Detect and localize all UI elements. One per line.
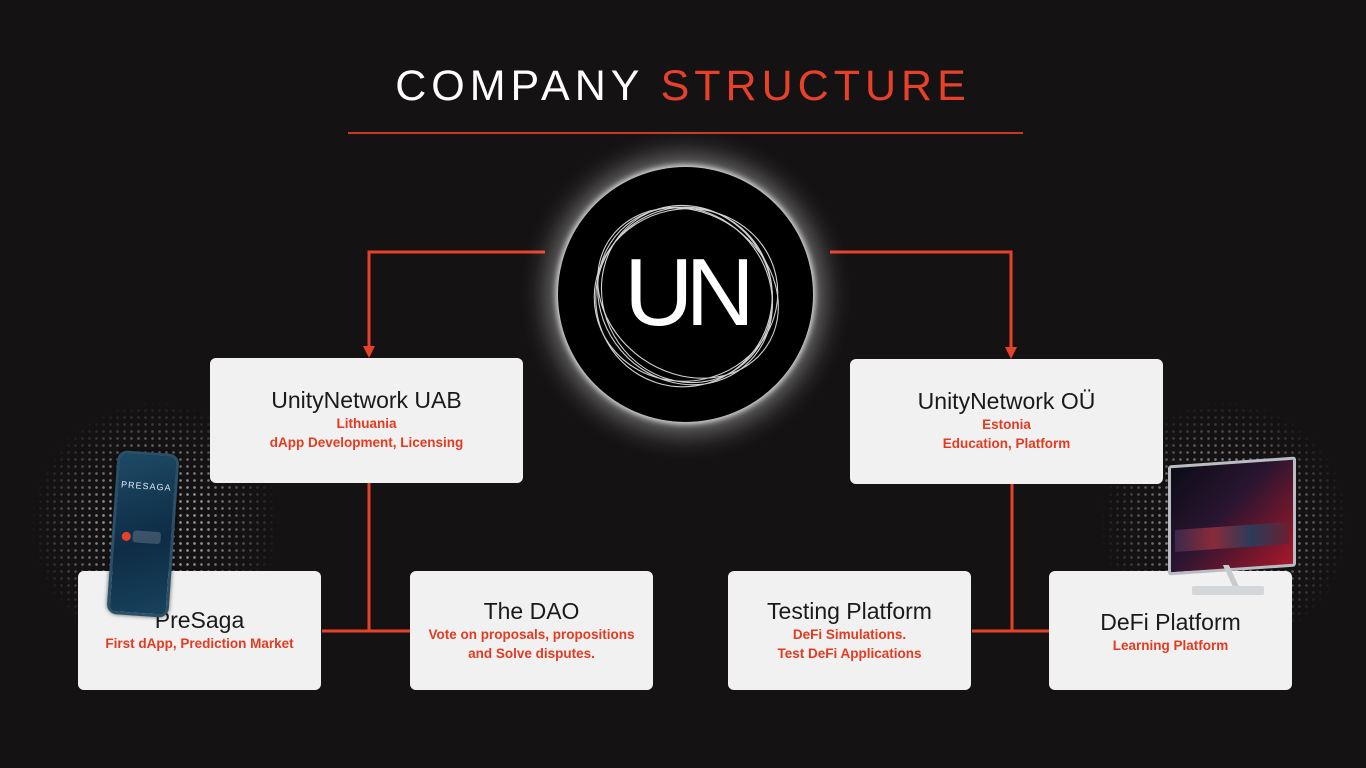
testing-platform-box: Testing Platform DeFi Simulations. Test …: [728, 571, 971, 690]
presaga-phone-image: PRESAGA: [106, 450, 180, 618]
ou-name: UnityNetwork OÜ: [917, 388, 1096, 414]
monitor-base: [1192, 586, 1264, 595]
testing-platform-line2: Test DeFi Applications: [777, 646, 922, 661]
title-word-company: COMPANY: [395, 62, 644, 110]
dao-box: The DAO Vote on proposals, propositions …: [410, 571, 653, 690]
dao-description-line1: Vote on proposals, propositions: [428, 627, 635, 642]
logo-scribble-ring: [593, 204, 779, 388]
ou-country: Estonia: [982, 417, 1031, 432]
ou-description: Education, Platform: [942, 436, 1071, 451]
phone-ui-button: [121, 531, 132, 542]
presaga-name: PreSaga: [154, 607, 245, 633]
uab-description: dApp Development, Licensing: [269, 435, 464, 450]
defi-platform-description: Learning Platform: [1112, 638, 1229, 653]
title-word-structure: STRUCTURE: [660, 62, 971, 110]
dao-name: The DAO: [483, 598, 580, 624]
uab-country: Lithuania: [336, 416, 397, 431]
phone-brand-text: PRESAGA: [120, 479, 172, 493]
ou-box: UnityNetwork OÜ Estonia Education, Platf…: [850, 359, 1163, 484]
phone-ui-bar: [132, 530, 162, 545]
title-underline: [348, 132, 1023, 134]
uab-box: UnityNetwork UAB Lithuania dApp Developm…: [210, 358, 523, 483]
logo-text: UN: [624, 239, 755, 346]
monitor-screen-content: [1175, 522, 1289, 552]
dao-description-line2: and Solve disputes.: [468, 646, 595, 661]
defi-monitor-image: [1168, 456, 1296, 597]
arrow-to-uab: [363, 250, 545, 358]
uab-name: UnityNetwork UAB: [271, 387, 462, 413]
presaga-description: First dApp, Prediction Market: [105, 636, 294, 651]
monitor-screen: [1168, 456, 1296, 576]
page-title: COMPANY STRUCTURE: [0, 62, 1366, 111]
testing-platform-line1: DeFi Simulations.: [792, 627, 907, 642]
testing-platform-name: Testing Platform: [767, 598, 932, 624]
arrow-to-ou: [830, 250, 1017, 359]
defi-platform-name: DeFi Platform: [1100, 609, 1241, 635]
unitynetwork-logo: UN: [558, 167, 813, 422]
